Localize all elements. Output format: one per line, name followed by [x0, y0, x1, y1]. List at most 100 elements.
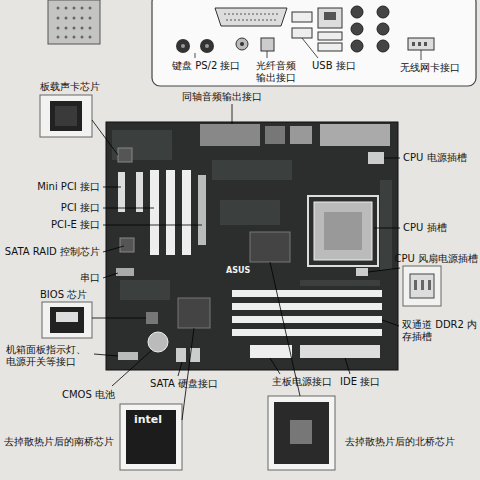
io-panel-inset	[152, 0, 476, 86]
bios-chip-photo	[56, 312, 78, 322]
wireless-chip-photo	[65, 36, 68, 39]
wireless-chip-photo	[73, 7, 76, 10]
motherboard-photo	[250, 232, 290, 262]
cpu-fan-header-photo	[428, 280, 431, 290]
part-label: CPU 插槽	[403, 222, 447, 234]
wireless-chip-photo	[73, 27, 76, 30]
sound-chip-photo	[50, 101, 82, 131]
bios-chip-photo	[42, 302, 92, 338]
northbridge-photo	[290, 420, 312, 444]
io-panel-inset	[377, 40, 389, 52]
io-panel-inset	[236, 38, 248, 50]
io-panel-inset	[226, 20, 276, 21]
io-panel-inset	[408, 38, 434, 50]
io-panel-inset	[292, 12, 312, 22]
part-label: Mini PCI 接口	[37, 181, 100, 193]
io-panel-inset	[324, 12, 336, 20]
motherboard-photo	[136, 172, 143, 212]
southbridge-photo	[120, 404, 182, 470]
motherboard-photo	[120, 280, 170, 300]
motherboard-photo	[300, 345, 380, 358]
sound-chip-photo	[55, 106, 77, 126]
motherboard-photo	[265, 126, 285, 144]
wireless-chip-photo	[81, 27, 84, 30]
wireless-chip-photo	[81, 17, 84, 20]
cpu-fan-header-photo	[421, 280, 424, 290]
motherboard-photo	[290, 126, 312, 144]
motherboard-photo	[308, 196, 378, 266]
wireless-chip-photo	[81, 7, 84, 10]
leader-line	[92, 120, 118, 155]
io-panel-inset	[351, 6, 363, 18]
io-panel-inset	[205, 44, 209, 48]
part-label: PCI-E 接口	[51, 219, 100, 231]
part-label: 板载声卡芯片	[40, 81, 100, 93]
part-label: 键盘 PS/2 接口	[172, 60, 240, 72]
leader-line	[112, 350, 152, 386]
part-label: SATA RAID 控制芯片	[5, 246, 100, 258]
motherboard-photo	[118, 148, 132, 162]
part-label: USB 接口	[312, 60, 356, 72]
wireless-chip-photo	[89, 36, 92, 39]
wireless-chip-photo	[89, 27, 92, 30]
wireless-chip-photo	[57, 17, 60, 20]
motherboard-photo	[106, 122, 398, 370]
part-label: IDE 接口	[340, 376, 380, 388]
part-label: 串口	[80, 272, 100, 284]
leader-line	[103, 187, 121, 188]
motherboard-photo	[220, 200, 280, 225]
motherboard-photo	[380, 180, 392, 270]
sound-chip-photo	[40, 95, 92, 137]
leader-line	[103, 208, 154, 209]
io-panel-inset	[377, 6, 389, 18]
motherboard-photo	[150, 170, 159, 255]
motherboard-photo	[182, 170, 191, 255]
wireless-chip-photo	[65, 7, 68, 10]
motherboard-photo	[148, 332, 168, 352]
southbridge-photo	[120, 404, 182, 470]
leader-line	[345, 358, 350, 374]
sound-chip-photo	[40, 95, 92, 137]
brand-marking: ASUS	[226, 266, 250, 275]
motherboard-photo	[232, 329, 382, 336]
motherboard-photo	[314, 202, 372, 260]
part-label: 机箱面板指示灯、电源开关等接口	[6, 344, 92, 367]
motherboard-photo	[198, 175, 206, 245]
part-label: 去掉散热片后的南桥芯片	[4, 436, 114, 448]
motherboard-photo	[118, 172, 125, 212]
northbridge-photo	[268, 396, 335, 470]
leader-line	[368, 268, 400, 272]
motherboard-photo	[120, 238, 134, 252]
leader-line	[92, 318, 146, 319]
leader-line	[384, 158, 400, 159]
motherboard-photo	[112, 130, 392, 300]
bios-chip-photo	[50, 307, 84, 333]
wireless-chip-photo	[57, 7, 92, 39]
motherboard-photo	[324, 212, 362, 250]
io-panel-inset	[195, 53, 196, 58]
wireless-chip-photo	[65, 27, 68, 30]
motherboard-photo	[146, 312, 158, 324]
part-label: PCI 接口	[61, 202, 100, 214]
part-label: CMOS 电池	[62, 389, 115, 401]
io-panel-inset	[200, 39, 214, 53]
motherboard-photo	[200, 124, 260, 146]
leader-line	[382, 320, 399, 326]
io-panel-inset	[412, 42, 427, 46]
motherboard-photo	[300, 280, 380, 286]
part-label: 无线网卡接口	[400, 62, 460, 74]
motherboard-photo	[176, 348, 186, 362]
wireless-chip-photo	[48, 0, 100, 44]
io-panel-inset	[421, 50, 422, 60]
wireless-chip-photo	[73, 36, 76, 39]
leader-line	[178, 362, 182, 376]
io-panel-inset	[351, 6, 389, 52]
io-panel-inset	[412, 42, 415, 46]
io-panel-inset	[152, 0, 476, 86]
leader-line	[374, 228, 400, 229]
part-label: 双通道 DDR2 内存插槽	[402, 319, 478, 342]
wireless-chip-photo	[57, 36, 60, 39]
part-label: 主板电源接口	[272, 376, 332, 388]
part-label: 去掉散热片后的北桥芯片	[345, 436, 455, 448]
